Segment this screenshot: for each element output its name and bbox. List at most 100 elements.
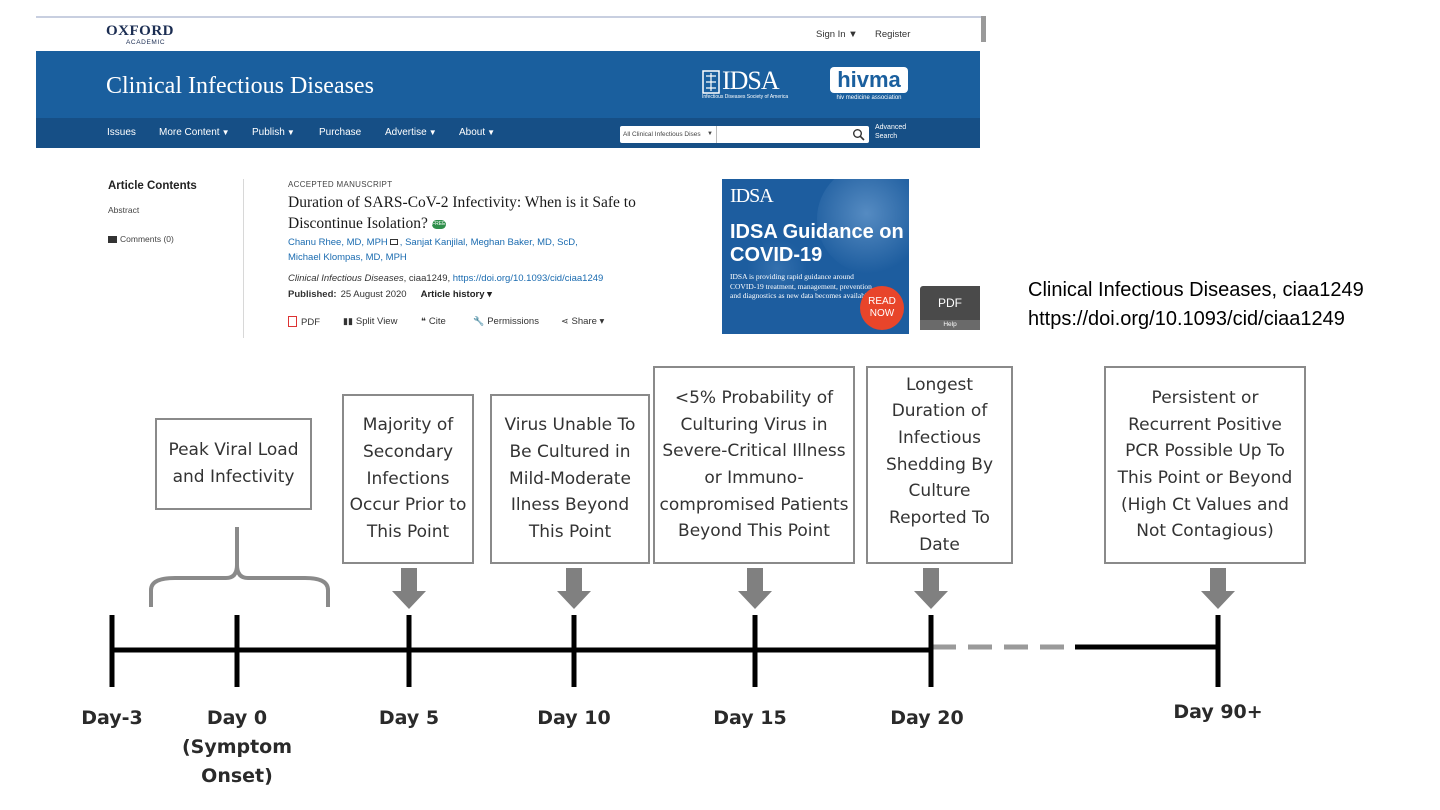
citation-article-id: , ciaa1249, <box>403 273 453 284</box>
day-label-90-plus: Day 90+ <box>1173 701 1263 723</box>
citation-journal-name: Clinical Infectious Diseases <box>288 273 404 284</box>
box-text: Persistent or Recurrent Positive PCR Pos… <box>1117 387 1293 542</box>
doi-link[interactable]: https://doi.org/10.1093/cid/ciaa1249 <box>452 273 604 284</box>
logo-word-oxford: OXFORD <box>106 23 174 39</box>
nav-item-label: Publish <box>252 127 285 138</box>
virus-illustration <box>747 239 807 299</box>
wrench-icon: 🔧 <box>473 316 485 326</box>
article-title-text: Duration of SARS-CoV-2 Infectivity: When… <box>288 194 636 232</box>
nav-item-purchase[interactable]: Purchase <box>319 127 361 138</box>
day-label-5: Day 5 <box>378 707 440 729</box>
nav-item-advertise[interactable]: Advertise▼ <box>385 127 437 138</box>
manuscript-status-label: ACCEPTED MANUSCRIPT <box>288 180 393 189</box>
article-history-toggle[interactable]: Article history ▾ <box>420 289 492 300</box>
arrow-day-15 <box>738 568 772 609</box>
idsa-covid-advert[interactable]: IDSA IDSA Guidance on COVID-19 IDSA is p… <box>722 179 909 334</box>
search-bar: All Clinical Infectious Dises ▼ <box>620 126 869 143</box>
journal-banner: Clinical Infectious Diseases IDSA Infect… <box>36 51 980 118</box>
advert-headline: IDSA Guidance on COVID-19 <box>730 221 904 266</box>
author-list: Chanu Rhee, MD, MPH, Sanjat Kanjilal, Me… <box>288 237 578 263</box>
box-secondary-infections: Majority of Secondary Infections Occur P… <box>342 394 474 564</box>
arrow-day-10 <box>557 568 591 609</box>
author-link[interactable]: Michael Klompas, MD, MPH <box>288 252 407 263</box>
hivma-logo-subtitle: hiv medicine association <box>836 95 902 101</box>
day-label-20: Day 20 <box>890 707 964 729</box>
nav-item-publish[interactable]: Publish▼ <box>252 127 295 138</box>
advert-body: IDSA is providing rapid guidance around … <box>730 272 874 300</box>
cite-button[interactable]: ❝Cite <box>421 316 446 327</box>
sidebar-divider <box>243 179 244 338</box>
split-view-icon: ▮▮ <box>343 316 353 326</box>
box-longest-shedding: Longest Duration of Infectious Shedding … <box>866 366 1013 564</box>
nav-item-more-content[interactable]: More Content▼ <box>159 127 230 138</box>
idsa-logo[interactable]: IDSA Infectious Diseases Society of Amer… <box>702 67 820 102</box>
nav-item-issues[interactable]: Issues <box>107 127 136 138</box>
author-link[interactable]: Sanjat Kanjilal <box>405 237 466 248</box>
day-label-0-line3: Onset) <box>201 765 273 787</box>
tool-label: Split View <box>355 316 398 327</box>
arrow-day-5 <box>392 568 426 609</box>
search-scope-value: All Clinical Infectious Dises <box>623 131 701 138</box>
top-border <box>36 16 986 18</box>
search-input[interactable] <box>718 127 852 141</box>
journal-title[interactable]: Clinical Infectious Diseases <box>106 73 374 99</box>
scrollbar[interactable] <box>981 16 986 42</box>
peak-bracket <box>149 527 330 607</box>
day-label-0: Day 0 (Symptom Onset) <box>180 704 294 791</box>
article-title: Duration of SARS-CoV-2 Infectivity: When… <box>288 192 688 234</box>
arrow-day-90 <box>1201 568 1235 609</box>
author-link[interactable]: Chanu Rhee, MD, MPH <box>288 237 388 248</box>
box-mild-moderate: Virus Unable To Be Cultured in Mild-Mode… <box>490 394 650 564</box>
register-link[interactable]: Register <box>875 29 911 40</box>
help-link[interactable]: Help <box>920 320 980 330</box>
free-badge: FREE <box>431 220 446 229</box>
box-peak-viral-load: Peak Viral Load and Infectivity <box>155 418 312 510</box>
sidebar-item-comments[interactable]: Comments (0) <box>108 234 174 244</box>
share-button[interactable]: ⋖Share ▾ <box>561 316 604 327</box>
box-text: Majority of Secondary Infections Occur P… <box>349 415 467 543</box>
article-contents-heading: Article Contents <box>108 180 197 192</box>
caret-down-icon: ▼ <box>707 131 713 137</box>
nav-item-label: Issues <box>107 127 136 138</box>
split-view-button[interactable]: ▮▮Split View <box>343 316 397 327</box>
sidebar-item-label: Comments (0) <box>120 234 174 244</box>
idsa-logo-subtitle: Infectious Diseases Society of America <box>702 94 789 100</box>
tool-label: Share ▾ <box>571 316 605 327</box>
tool-label: Permissions <box>487 316 539 327</box>
search-scope-select[interactable]: All Clinical Infectious Dises ▼ <box>620 126 717 143</box>
mail-icon[interactable] <box>389 239 398 245</box>
permissions-button[interactable]: 🔧Permissions <box>473 316 539 327</box>
box-text: Peak Viral Load and Infectivity <box>168 440 299 487</box>
caret-down-icon: ▼ <box>487 128 496 137</box>
sign-in-link[interactable]: Sign In ▼ <box>816 29 858 40</box>
citation-note-journal: Clinical Infectious Diseases, ciaa1249 <box>1028 279 1364 301</box>
nav-item-about[interactable]: About▼ <box>459 127 495 138</box>
sidebar-item-abstract[interactable]: Abstract <box>108 205 140 215</box>
oxford-academic-logo[interactable]: OXFORD ACADEMIC <box>106 23 180 47</box>
hivma-logo[interactable]: hivma hiv medicine association <box>830 67 910 103</box>
citation-note-doi: https://doi.org/10.1093/cid/ciaa1249 <box>1028 308 1345 330</box>
advert-idsa-logo: IDSA <box>730 185 774 207</box>
journal-article-screenshot: OXFORD ACADEMIC Sign In ▼ Register Clini… <box>36 16 986 338</box>
arrow-day-20 <box>914 568 948 609</box>
advanced-search-link[interactable]: Advanced Search <box>875 124 907 140</box>
search-icon[interactable] <box>852 128 866 141</box>
nav-item-label: About <box>459 127 486 138</box>
published-label: Published: <box>288 289 337 300</box>
box-text: Virus Unable To Be Cultured in Mild-Mode… <box>504 415 636 543</box>
share-icon: ⋖ <box>561 316 569 326</box>
article-citation: Clinical Infectious Diseases, ciaa1249, … <box>288 273 603 284</box>
author-link[interactable]: Meghan Baker, MD, ScD <box>470 237 576 248</box>
hivma-logo-text: hivma <box>837 67 901 92</box>
floating-pdf-button[interactable]: PDF Help <box>920 286 980 330</box>
pdf-button[interactable]: PDF <box>288 316 320 328</box>
nav-item-label: Purchase <box>319 127 362 138</box>
idsa-emblem-icon <box>702 70 720 94</box>
comment-icon <box>108 236 117 243</box>
advert-read-now-button[interactable]: READ NOW <box>860 286 904 330</box>
hivma-logo-box <box>830 67 908 93</box>
nav-item-label: More Content <box>159 127 220 138</box>
tool-label: Cite <box>428 316 446 327</box>
